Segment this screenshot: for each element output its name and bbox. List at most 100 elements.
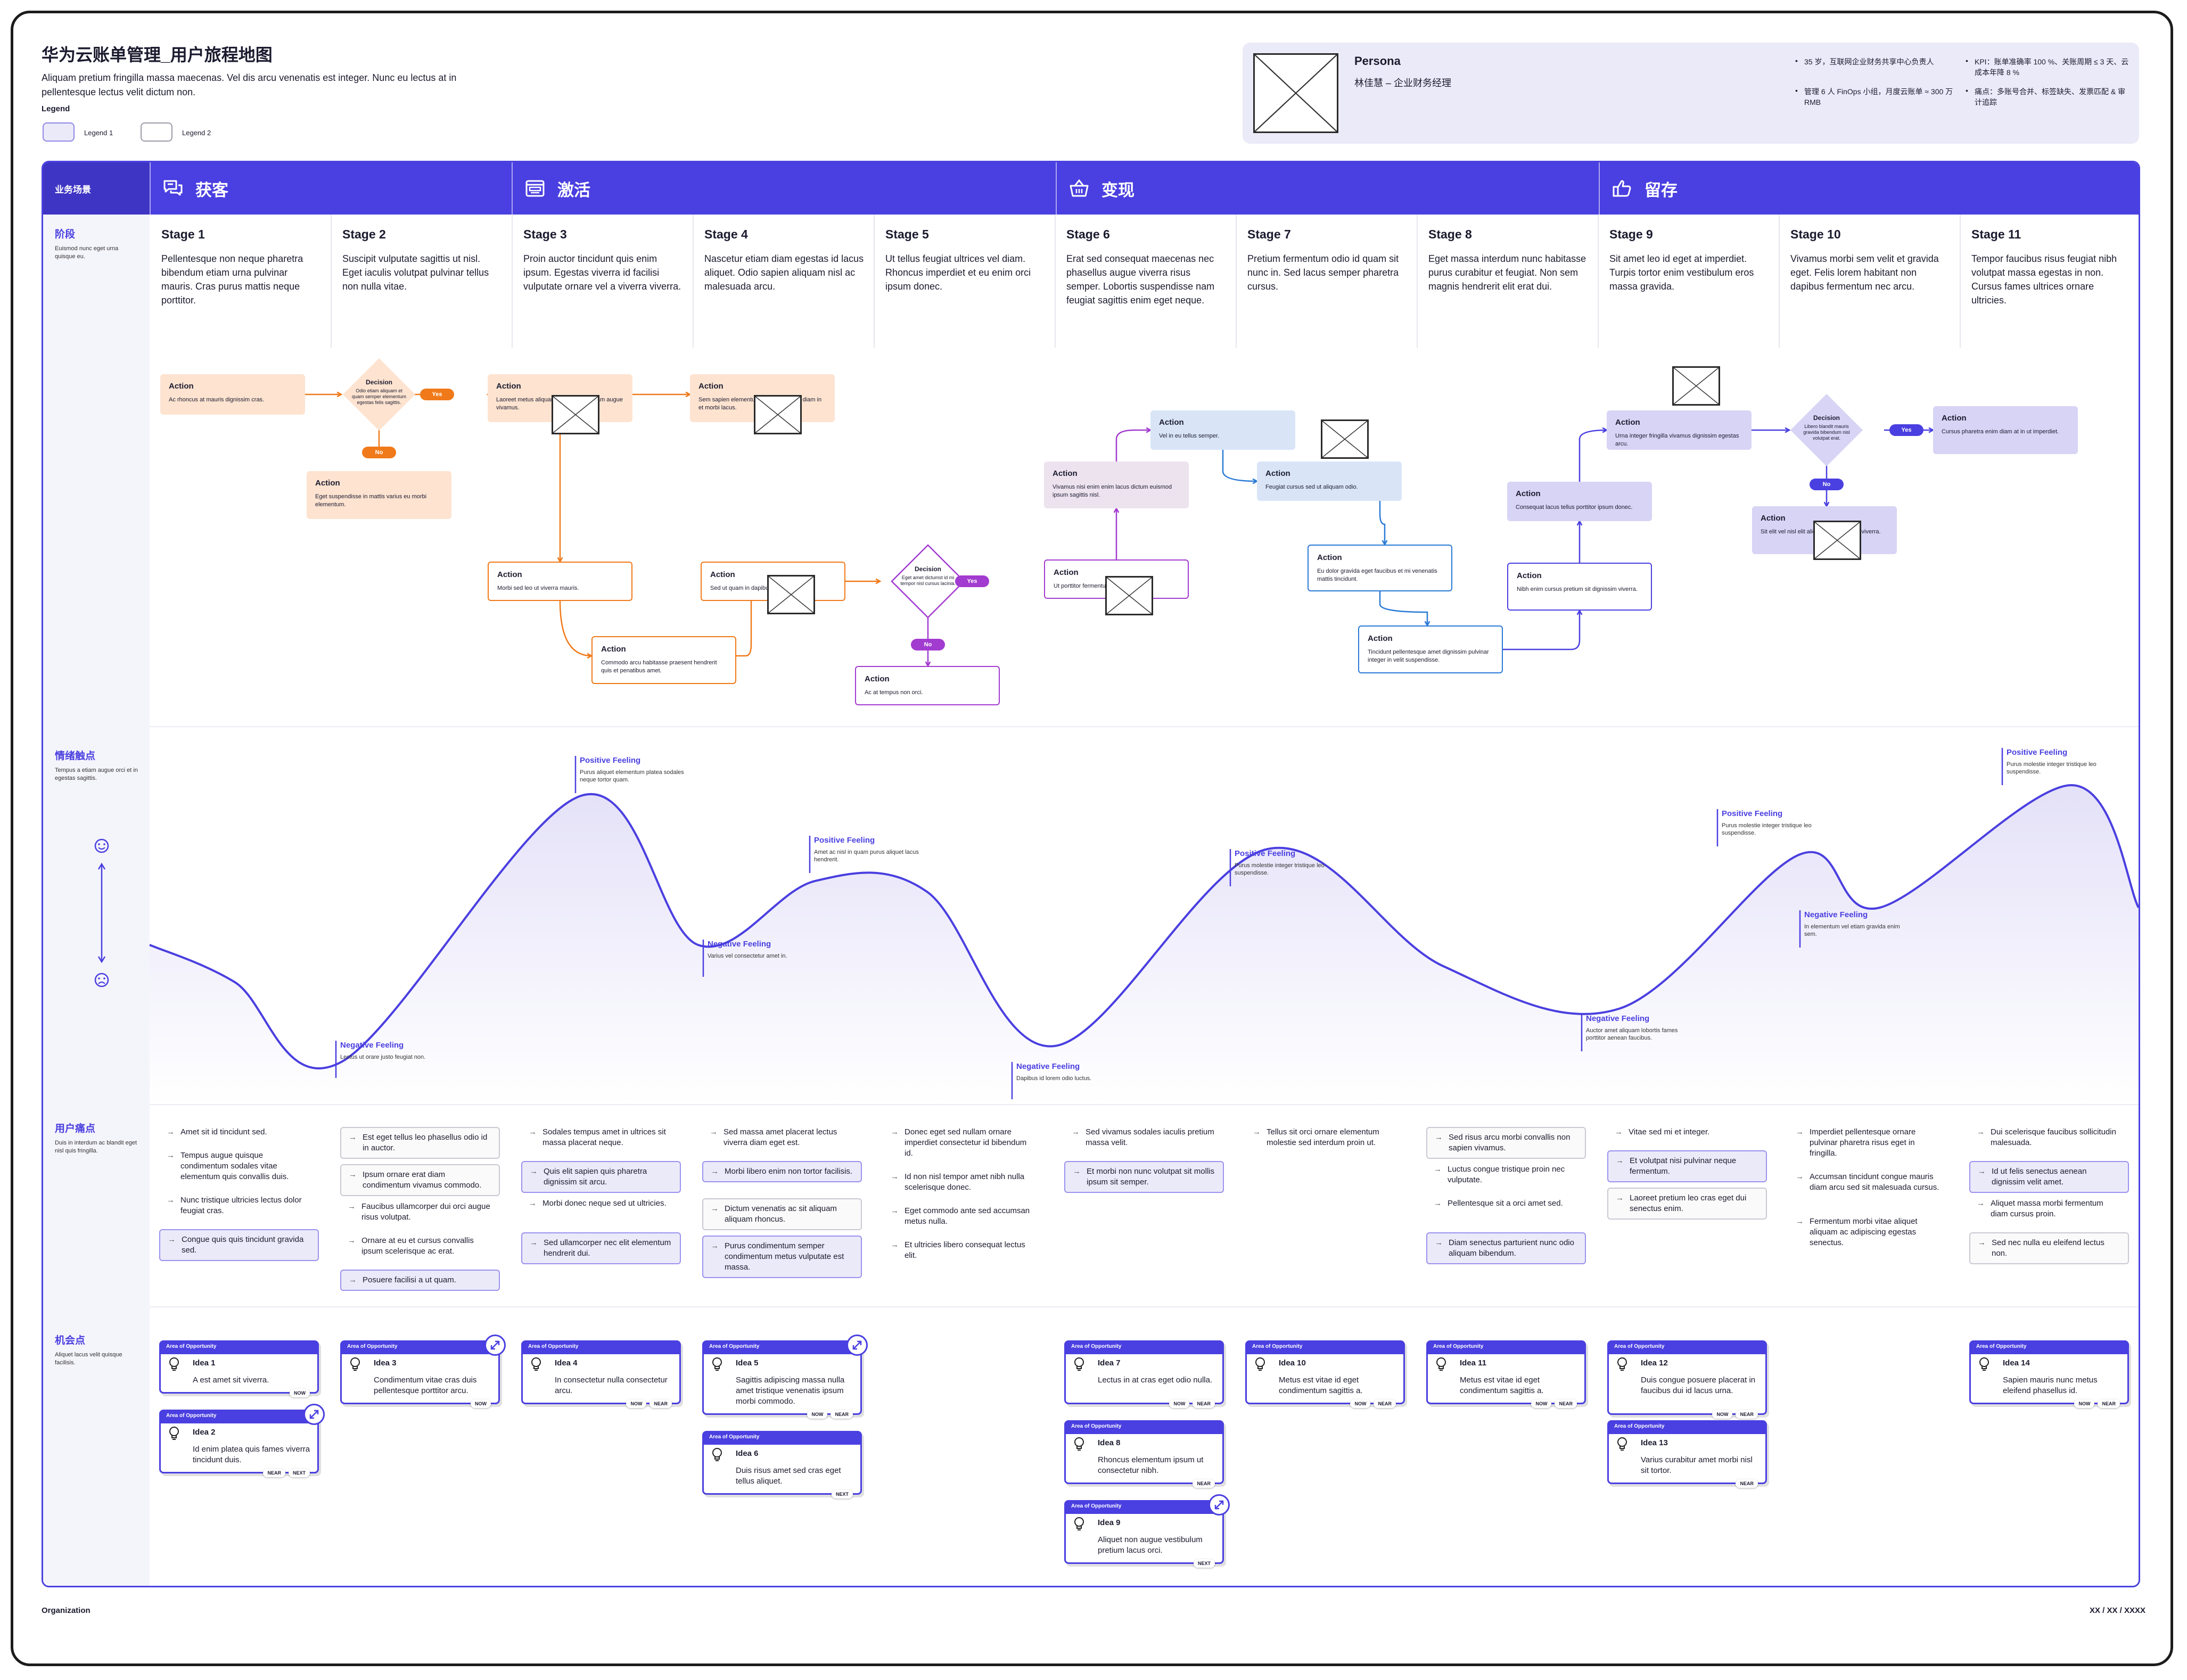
arrow-right-icon: → [1253, 1127, 1261, 1137]
pain-point: →Et volutpat nisi pulvinar neque ferment… [1607, 1150, 1767, 1182]
idea-header: Area of Opportunity [1066, 1502, 1222, 1514]
legend-label-2: Legend 2 [182, 129, 211, 137]
action-title: Action [865, 674, 890, 683]
pain-text: Nunc tristique ultricies lectus dolor fe… [180, 1196, 302, 1215]
idea-name: Idea 5 [736, 1358, 759, 1368]
pain-point: →Imperdiet pellentesque ornare pulvinar … [1788, 1127, 1948, 1159]
expand-icon[interactable] [846, 1335, 868, 1356]
pain-text: Pellentesque sit a orci amet sed. [1448, 1199, 1563, 1208]
action-title: Action [1159, 418, 1184, 427]
emotion-type: Positive Feeling [1235, 849, 1296, 858]
row-label-opportunity: 机会点 [55, 1335, 86, 1346]
arrow-right-icon: → [167, 1127, 175, 1137]
idea-text: In consectetur nulla consectetur arcu. [555, 1376, 668, 1395]
journey-map-board: 业务场景 获客 激活 变现 留存 阶段 Euismod nunc eget ur… [42, 161, 2140, 1587]
idea-header: Area of Opportunity [1066, 1342, 1222, 1354]
idea-text: Varius curabitur amet morbi nisl sit tor… [1641, 1455, 1753, 1475]
decision-diamond [891, 544, 965, 619]
timeframe-tag: NOW [471, 1399, 491, 1408]
idea-text: Id enim platea quis fames viverra tincid… [193, 1445, 310, 1464]
expand-icon[interactable] [1208, 1494, 1230, 1516]
idea-header: Area of Opportunity [1247, 1342, 1403, 1354]
arrow-right-icon: → [167, 1151, 175, 1160]
timeframe-tag: NEXT [1193, 1559, 1215, 1568]
emotion-text: Purus molestie integer tristique leo sus… [1722, 822, 1812, 836]
arrow-right-icon: → [168, 1235, 176, 1244]
emotion-type: Negative Feeling [1586, 1014, 1650, 1023]
stage-description: Suscipit vulputate sagittis ut nisl. Ege… [342, 253, 489, 292]
arrow-right-icon: → [891, 1240, 899, 1249]
arrowhead [336, 391, 343, 398]
arrow-right-icon: → [1435, 1133, 1443, 1142]
arrowhead [1113, 507, 1120, 513]
yes-pill: Yes [1889, 424, 1923, 436]
stage-divider [1055, 215, 1056, 348]
emotion-area [150, 785, 2139, 1105]
decision-text: Eget amet dictumst id mi tempor nisl cur… [900, 575, 956, 586]
pain-text: Sed ullamcorper nec elit elementum hendr… [544, 1238, 671, 1258]
pain-point: →Accumsan tincidunt congue mauris diam a… [1788, 1172, 1948, 1193]
lightbulb-icon [1435, 1357, 1447, 1372]
idea-name: Idea 2 [193, 1428, 216, 1437]
action-title: Action [496, 382, 521, 391]
timeframe-tag: NOW [1169, 1399, 1190, 1408]
pain-text: Aliquet massa morbi fermentum diam cursu… [1991, 1199, 2103, 1218]
stage-title: Stage 4 [704, 227, 748, 241]
expand-icon[interactable] [484, 1335, 506, 1356]
pain-point: →Faucibus ullamcorper dui orci augue ris… [340, 1201, 500, 1223]
arrow-right-icon: → [348, 1236, 356, 1245]
arrow-right-icon: → [1073, 1167, 1081, 1176]
idea-tags: NOW [471, 1399, 491, 1408]
action-title: Action [1942, 414, 1967, 423]
idea-header: Area of Opportunity [161, 1342, 317, 1354]
persona-avatar-placeholder-icon [1253, 53, 1338, 133]
row-desc-opportunity: Aliquet lacus velit quisque facilisis. [55, 1352, 122, 1366]
pain-text: Dictum venenatis ac sit aliquam aliquam … [725, 1204, 837, 1224]
timeframe-tag: NEAR [1374, 1399, 1396, 1408]
emotion-type: Negative Feeling [340, 1041, 404, 1050]
persona-card: Persona 林佳慧 – 企业财务经理 35 岁，互联网企业财务共享中心负责人… [1243, 43, 2139, 144]
expand-icon[interactable] [303, 1404, 325, 1425]
row-desc-pain: Duis in interdum ac blandit eget nisl qu… [55, 1140, 137, 1154]
pain-point: →Sed vivamus sodales iaculis pretium mas… [1064, 1127, 1224, 1148]
pain-text: Diam senectus parturient nunc odio aliqu… [1449, 1238, 1574, 1258]
arrow-right-icon: → [1977, 1199, 1985, 1208]
pain-point: →Eget commodo ante sed accumsan metus nu… [883, 1206, 1043, 1227]
arrowhead [875, 578, 882, 584]
row-label-pain: 用户痛点 [55, 1123, 96, 1134]
arrow-right-icon: → [1796, 1217, 1804, 1226]
idea-name: Idea 1 [193, 1358, 216, 1368]
pain-point: →Vitae sed mi et integer. [1607, 1127, 1767, 1138]
timeframe-tag: NEAR [831, 1410, 853, 1419]
arrow-right-icon: → [891, 1172, 899, 1181]
stage-description: Nascetur etiam diam egestas id lacus ali… [704, 253, 864, 292]
lightbulb-icon [1254, 1357, 1266, 1372]
decision-title: Decision [914, 565, 941, 573]
timeframe-tag: NOW [1350, 1399, 1371, 1408]
pain-text: Imperdiet pellentesque ornare pulvinar p… [1810, 1127, 1916, 1158]
yes-pill-label: Yes [432, 391, 442, 398]
timeframe-tag: NEAR [1555, 1399, 1577, 1408]
page-title: 华为云账单管理_用户旅程地图 [42, 45, 273, 64]
emotion-type: Negative Feeling [1016, 1062, 1080, 1071]
pain-point: →Ipsum ornare erat diam condimentum viva… [340, 1164, 500, 1196]
idea-text: Aliquet non augue vestibulum pretium lac… [1098, 1535, 1203, 1555]
decision-text: Libero blandit mauris gravida bibendum n… [1803, 424, 1850, 441]
